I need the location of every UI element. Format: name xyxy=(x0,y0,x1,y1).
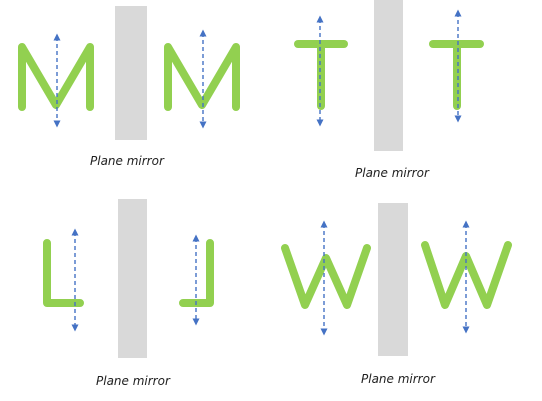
plane-mirror-m xyxy=(115,6,147,140)
panel-m: Plane mirror xyxy=(18,6,240,168)
image-letter-l xyxy=(179,239,214,307)
plane-mirror-t xyxy=(374,0,403,151)
panel-w: Plane mirror xyxy=(281,203,512,386)
object-letter-l xyxy=(43,239,84,307)
panel-t: Plane mirror xyxy=(294,0,484,180)
caption-plane-mirror-t: Plane mirror xyxy=(355,166,430,180)
caption-plane-mirror-w: Plane mirror xyxy=(361,372,436,386)
plane-mirror-l xyxy=(118,199,147,358)
caption-plane-mirror-m: Plane mirror xyxy=(90,154,165,168)
panel-l: Plane mirror xyxy=(43,199,214,388)
object-letter-m xyxy=(18,43,94,111)
plane-mirror-w xyxy=(378,203,408,356)
image-letter-t xyxy=(429,40,484,110)
caption-plane-mirror-l: Plane mirror xyxy=(96,374,171,388)
image-letter-m xyxy=(164,43,240,111)
object-letter-w xyxy=(281,244,371,309)
object-letter-t xyxy=(294,40,348,110)
